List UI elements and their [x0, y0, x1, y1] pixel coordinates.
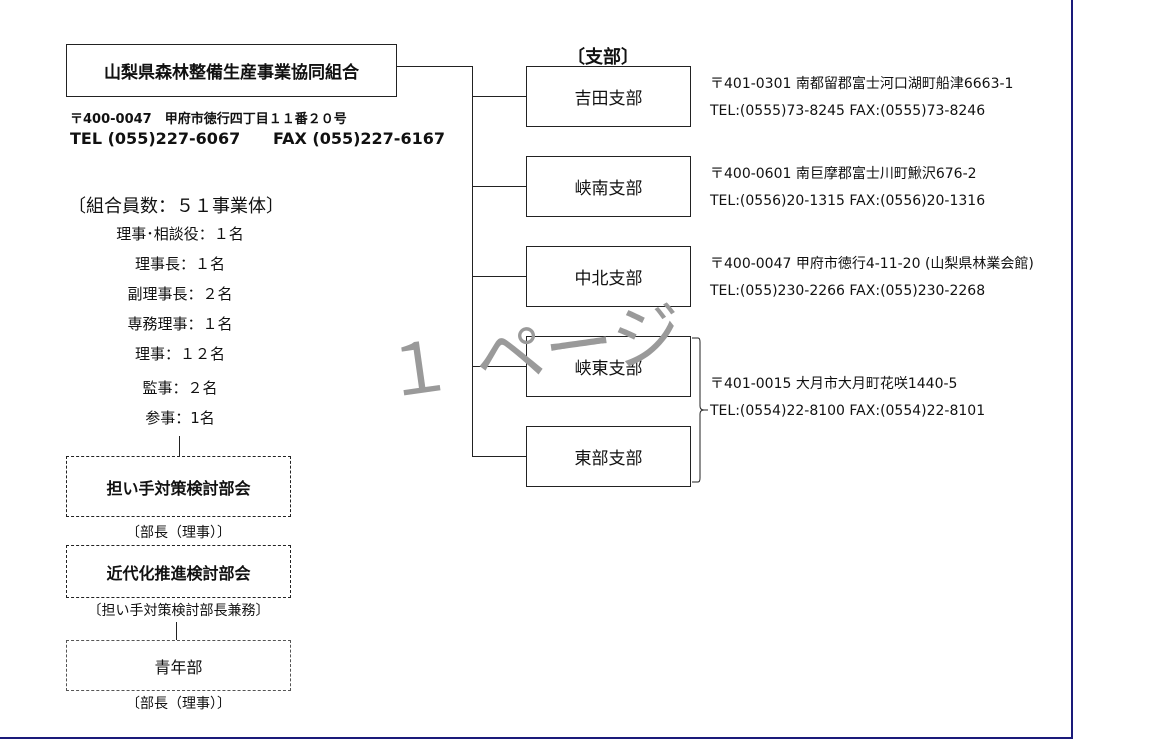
branches-heading: 〔支部〕: [567, 47, 639, 68]
shared-branch-bracket: [692, 337, 708, 483]
role-7: 参事：1名: [145, 409, 215, 427]
committee-note-1: 〔部長（理事）〕: [126, 525, 231, 541]
org-fax: FAX (055)227-6167: [273, 129, 445, 148]
branch-name-4: 峡東支部: [574, 359, 643, 379]
role-2: 理事長：１名: [134, 255, 225, 273]
committee-box-3: 青年部: [66, 640, 291, 691]
branch-box-1: 吉田支部: [526, 66, 691, 127]
role-6: 監事：２名: [142, 379, 218, 397]
branch-name-1: 吉田支部: [574, 89, 643, 109]
committee-box-1: 担い手対策検討部会: [66, 456, 291, 517]
role-1: 理事･相談役：１名: [116, 225, 244, 243]
org-name-box: 山梨県森林整備生産事業協同組合: [66, 44, 397, 97]
committee-note-2: 〔担い手対策検討部長兼務〕: [87, 603, 270, 619]
branch-address-3: 〒400-0047 甲府市徳行4-11-20 (山梨県林業会館): [710, 256, 1034, 272]
branch-box-4: 峡東支部: [526, 336, 691, 397]
committee-name-1: 担い手対策検討部会: [106, 478, 251, 498]
role-5: 理事：１２名: [134, 345, 225, 363]
role-3: 副理事長：２名: [127, 285, 233, 303]
branch-address-1: 〒401-0301 南都留郡富士河口湖町船津6663-1: [710, 76, 1014, 92]
org-tel: TEL (055)227-6067: [70, 129, 241, 148]
connector-branch-2: [472, 186, 526, 187]
branch-address-2: 〒400-0601 南巨摩郡富士川町鰍沢676-2: [710, 166, 977, 182]
connector-committee-youth: [176, 622, 177, 640]
connector-branch-4: [472, 366, 526, 367]
org-name: 山梨県森林整備生産事業協同組合: [104, 63, 359, 83]
shared-branch-contact: TEL:(0554)22-8100 FAX:(0554)22-8101: [710, 403, 986, 419]
org-address: 〒400-0047 甲府市徳行四丁目１１番２０号: [70, 112, 347, 127]
members-heading: 〔組合員数：５１事業体〕: [68, 196, 284, 217]
branch-contact-2: TEL:(0556)20-1315 FAX:(0556)20-1316: [710, 193, 986, 209]
branch-contact-1: TEL:(0555)73-8245 FAX:(0555)73-8246: [710, 103, 986, 119]
committee-box-2: 近代化推進検討部会: [66, 545, 291, 598]
role-4: 専務理事：１名: [127, 315, 233, 333]
connector-branch-3: [472, 276, 526, 277]
committee-name-3: 青年部: [154, 657, 203, 677]
branch-box-3: 中北支部: [526, 246, 691, 307]
branch-name-3: 中北支部: [574, 269, 643, 289]
connector-trunk: [472, 66, 473, 457]
branch-box-2: 峡南支部: [526, 156, 691, 217]
branch-name-5: 東部支部: [574, 449, 643, 469]
page-frame: [0, 0, 1073, 739]
connector-branch-5: [472, 456, 526, 457]
connector-members-committee: [179, 436, 180, 456]
connector-org-horizontal: [397, 66, 473, 67]
committee-note-3: 〔部長（理事）〕: [126, 696, 231, 712]
branch-contact-3: TEL:(055)230-2266 FAX:(055)230-2268: [710, 283, 986, 299]
shared-branch-address: 〒401-0015 大月市大月町花咲1440-5: [710, 376, 958, 392]
branch-name-2: 峡南支部: [574, 179, 643, 199]
committee-name-2: 近代化推進検討部会: [106, 563, 251, 583]
branch-box-5: 東部支部: [526, 426, 691, 487]
connector-branch-1: [472, 96, 526, 97]
